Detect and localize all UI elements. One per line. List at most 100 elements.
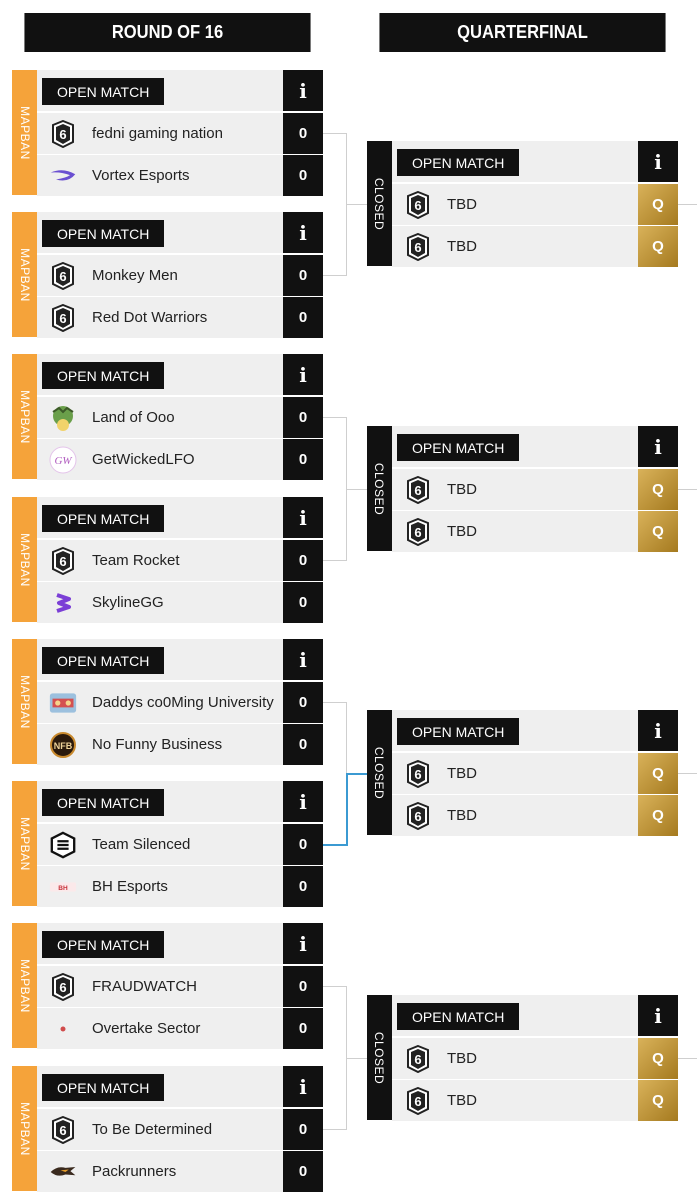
team-name[interactable]: GetWickedLFO (92, 451, 195, 468)
info-button[interactable]: i (638, 141, 678, 182)
team-name[interactable]: TBD (447, 238, 477, 255)
mapban-tab[interactable]: MAPBAN (12, 639, 37, 764)
closed-label: CLOSED (372, 462, 387, 515)
info-button[interactable]: i (638, 426, 678, 467)
closed-tab: CLOSED (367, 710, 392, 835)
info-button[interactable]: i (283, 781, 323, 822)
bracket-connector-highlight (346, 773, 348, 846)
nfb-logo-icon: NFB (49, 731, 77, 759)
mapban-tab[interactable]: MAPBAN (12, 212, 37, 337)
bracket-connector (323, 275, 347, 276)
bracket-connector (678, 204, 697, 205)
svg-text:6: 6 (59, 269, 66, 284)
info-button[interactable]: i (638, 710, 678, 751)
info-button[interactable]: i (283, 639, 323, 680)
team-name[interactable]: Overtake Sector (92, 1020, 201, 1037)
team-name[interactable]: Monkey Men (92, 267, 178, 284)
team-name[interactable]: TBD (447, 481, 477, 498)
info-button[interactable]: i (283, 354, 323, 395)
team-name[interactable]: Team Silenced (92, 836, 191, 853)
mapban-tab[interactable]: MAPBAN (12, 354, 37, 479)
team-name[interactable]: Red Dot Warriors (92, 309, 208, 326)
match-header: OPEN MATCH i (37, 70, 323, 111)
mapban-tab[interactable]: MAPBAN (12, 70, 37, 195)
team-name[interactable]: FRAUDWATCH (92, 978, 197, 995)
team-name[interactable]: TBD (447, 807, 477, 824)
mapban-tab[interactable]: MAPBAN (12, 781, 37, 906)
team-name[interactable]: TBD (447, 523, 477, 540)
svg-text:6: 6 (59, 980, 66, 995)
bracket-connector (678, 773, 697, 774)
team-name[interactable]: BH Esports (92, 878, 168, 895)
land-of-ooo-logo-icon (49, 404, 77, 432)
team-name[interactable]: TBD (447, 1092, 477, 1109)
team-name[interactable]: No Funny Business (92, 736, 223, 753)
info-button[interactable]: i (638, 995, 678, 1036)
bracket-connector (346, 417, 347, 560)
team-name[interactable]: To Be Determined (92, 1121, 213, 1138)
team-name[interactable]: fedni gaming nation (92, 125, 223, 142)
team-row[interactable]: BH BH Esports 0 (37, 865, 323, 907)
team-score: 0 (283, 866, 323, 907)
team-name[interactable]: Packrunners (92, 1163, 177, 1180)
info-button[interactable]: i (283, 212, 323, 253)
mapban-tab[interactable]: MAPBAN (12, 497, 37, 622)
open-match-label: OPEN MATCH (397, 1003, 520, 1030)
mapban-tab[interactable]: MAPBAN (12, 1066, 37, 1191)
team-name[interactable]: TBD (447, 765, 477, 782)
mapban-tab[interactable]: MAPBAN (12, 923, 37, 1048)
closed-label: CLOSED (372, 1031, 387, 1084)
team-name[interactable]: TBD (447, 196, 477, 213)
r6-logo-icon: 6 (49, 304, 77, 332)
open-match-label: OPEN MATCH (42, 78, 165, 105)
info-button[interactable]: i (283, 1066, 323, 1107)
team-name[interactable]: Team Rocket (92, 552, 180, 569)
open-match-label: OPEN MATCH (42, 1074, 165, 1101)
info-button[interactable]: i (283, 923, 323, 964)
team-name[interactable]: Vortex Esports (92, 167, 190, 184)
team-name[interactable]: Daddys co0Ming University (92, 694, 274, 711)
svg-text:6: 6 (414, 240, 421, 255)
team-row[interactable]: Packrunners 0 (37, 1150, 323, 1192)
team-name[interactable]: Land of Ooo (92, 409, 175, 426)
info-button[interactable]: i (283, 497, 323, 538)
team-score: 0 (283, 1151, 323, 1192)
svg-text:6: 6 (414, 1094, 421, 1109)
bh-logo-icon: BH (49, 873, 77, 901)
team-name[interactable]: SkylineGG (92, 594, 164, 611)
team-score: 0 (283, 439, 323, 480)
r6-logo-icon: 6 (404, 760, 432, 788)
info-button[interactable]: i (283, 70, 323, 111)
r6-logo-icon: 6 (404, 1087, 432, 1115)
team-name[interactable]: TBD (447, 1050, 477, 1067)
